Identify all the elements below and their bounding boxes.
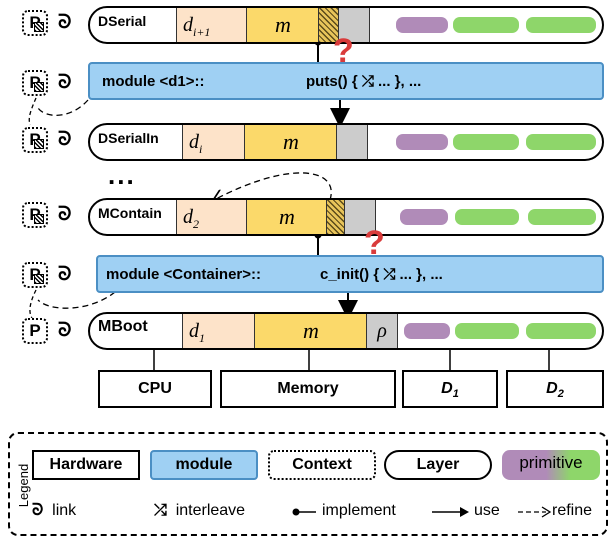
context-box: P (22, 202, 48, 228)
context-box: P (22, 318, 48, 344)
link-icon: ᘐ (58, 320, 72, 341)
module-call: c_init() { ⤮ ... }, ... (320, 266, 443, 283)
module-prefix: module <d1>:: (102, 73, 205, 90)
layer-mboot: MBoot d1 m ρ (88, 312, 604, 350)
segment-m: m (246, 200, 327, 234)
context-box: P (22, 70, 48, 96)
layer-name: MContain (98, 205, 162, 221)
module-d1: module <d1>:: puts() { ⤮ ... }, ... (88, 62, 604, 100)
interleave-icon: ⤮ (154, 502, 167, 519)
segment-d: di+1 (176, 8, 253, 42)
hardware-d1: D1 (402, 370, 498, 408)
segment-d: d2 (176, 200, 253, 234)
primitive-green (453, 17, 519, 33)
refine-icon (518, 506, 552, 518)
legend-use: use (474, 502, 500, 519)
legend-link: ᘐ link (32, 502, 77, 519)
primitive-green (526, 134, 596, 150)
link-icon: ᘐ (58, 129, 72, 150)
link-icon: ᘐ (32, 502, 44, 519)
layer-name: DSerialIn (98, 130, 159, 146)
context-box: P (22, 127, 48, 153)
refine-arrow-1 (37, 99, 89, 117)
link-icon: ᘐ (58, 264, 72, 285)
segment-gray (336, 125, 368, 159)
hardware-cpu: CPU (98, 370, 212, 408)
legend-refine: refine (552, 502, 593, 519)
primitive-purple (396, 17, 448, 33)
layer-mcontain: MContain d2 m (88, 198, 604, 236)
primitive-green (528, 209, 596, 225)
legend-title: Legend (16, 463, 32, 508)
legend-hardware: Hardware (32, 450, 140, 480)
segment-gray (338, 8, 370, 42)
legend-implement: implement (322, 502, 396, 519)
hardware-memory: Memory (220, 370, 396, 408)
legend-context: Context (268, 450, 376, 480)
legend-primitive: primitive (502, 450, 600, 480)
context-box: P (22, 262, 48, 288)
layer-name: MBoot (98, 318, 148, 335)
implement-icon (292, 508, 316, 516)
layer-name: DSerial (98, 13, 147, 29)
question-mark: ? (333, 32, 354, 70)
refine-arrow-3 (37, 291, 116, 309)
refine-arrow-2 (214, 172, 332, 200)
primitive-green (453, 134, 519, 150)
ellipsis: ... (108, 160, 136, 190)
primitive-green (526, 323, 596, 339)
layer-dserialin: DSerialIn di m (88, 123, 604, 161)
segment-m: m (254, 314, 367, 348)
primitive-green (455, 323, 519, 339)
hardware-d2: D2 (506, 370, 604, 408)
segment-m: m (244, 125, 337, 159)
link-icon: ᘐ (58, 72, 72, 93)
primitive-purple (400, 209, 448, 225)
module-container: module <Container>:: c_init() { ⤮ ... },… (96, 255, 604, 293)
context-box: P (22, 10, 48, 36)
segment-d: d1 (182, 314, 261, 348)
use-icon (432, 507, 469, 517)
module-call: puts() { ⤮ ... }, ... (306, 73, 422, 90)
legend-module: module (150, 450, 258, 480)
link-icon: ᘐ (58, 204, 72, 225)
primitive-purple (396, 134, 448, 150)
segment-m: m (246, 8, 319, 42)
segment-hatched (326, 200, 346, 234)
legend-layer: Layer (384, 450, 492, 480)
link-icon: ᘐ (58, 12, 72, 33)
primitive-green (526, 17, 596, 33)
legend-interleave: ⤮ interleave (154, 502, 246, 519)
segment-rho: ρ (366, 314, 398, 348)
primitive-green (455, 209, 519, 225)
legend: Legend Hardware module Context Layer pri… (8, 432, 608, 536)
layer-dserial: DSerial di+1 m (88, 6, 604, 44)
segment-gray (344, 200, 376, 234)
question-mark: ? (364, 224, 385, 262)
module-prefix: module <Container>:: (106, 266, 262, 283)
primitive-purple (404, 323, 450, 339)
segment-d: di (182, 125, 251, 159)
